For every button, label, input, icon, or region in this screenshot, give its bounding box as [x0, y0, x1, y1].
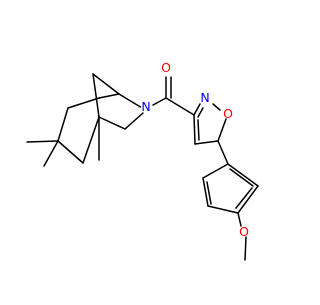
atom-labels: O N N O O	[141, 60, 249, 239]
bond-c1-c7a	[98, 93, 120, 99]
carbonyl-oxygen-label: O	[161, 60, 171, 75]
bond-ar1	[202, 163, 229, 179]
methoxy-oxygen-label: O	[239, 224, 249, 239]
bond-ar-double2	[235, 187, 253, 209]
bond-c3-c5	[82, 116, 100, 164]
bond-c6-c4	[57, 107, 69, 142]
bond-n-carbonyl	[152, 97, 167, 106]
bond-ar4	[237, 185, 259, 214]
bond-c3-n2-double	[197, 107, 204, 118]
bond-ar5	[227, 163, 259, 187]
bond-ar-double3	[229, 168, 254, 187]
molecule-drawing: O N N O O	[26, 60, 259, 261]
bond-ar-double1	[206, 181, 212, 205]
bond-c6n-n	[124, 112, 144, 130]
bond-c5-c4	[194, 140, 219, 145]
bond-c4-c3	[57, 140, 84, 164]
bond-n2-o1	[212, 103, 221, 111]
isoxazole-nitrogen-label: N	[200, 90, 209, 105]
bonds	[26, 73, 259, 261]
bond-bridge-c5	[92, 73, 100, 118]
bond-ar3	[207, 205, 239, 214]
bond-ar-o	[237, 212, 242, 227]
amide-nitrogen-label: N	[141, 99, 150, 114]
bond-o-me	[244, 236, 247, 261]
structure-svg: O N N O O	[26, 60, 259, 261]
bond-c4-me2	[43, 140, 59, 167]
bond-c3-n2	[193, 103, 201, 116]
bond-n-c1	[118, 93, 142, 108]
isoxazole-oxygen-label: O	[223, 106, 233, 121]
bond-c7-c6	[67, 97, 100, 109]
bond-c4-c3	[193, 114, 196, 145]
bond-o1-c5	[217, 118, 227, 142]
bond-carbonyl-c3	[165, 97, 195, 116]
bond-c5-c6n	[98, 116, 126, 130]
bond-c1-bridge	[92, 73, 120, 95]
bond-c4-c3-double	[197, 119, 200, 141]
bond-ar2	[202, 177, 209, 207]
bond-c5-aryl	[217, 140, 229, 165]
bond-c4-me1	[26, 140, 59, 143]
